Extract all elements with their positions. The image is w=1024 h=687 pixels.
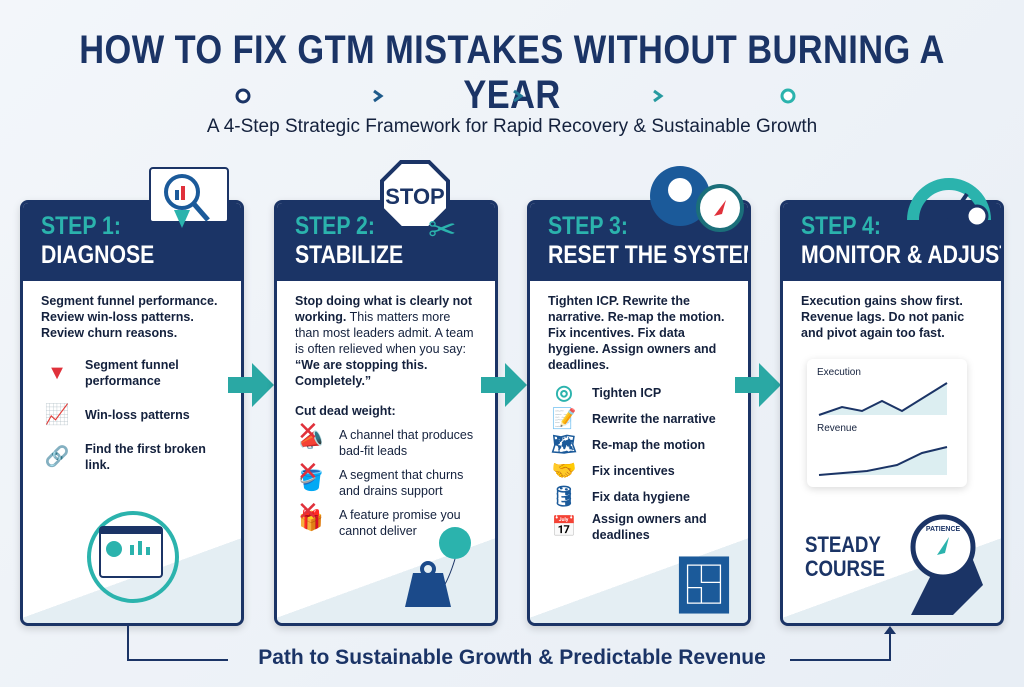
step-number: STEP 2: [295, 212, 375, 240]
list-item: 🪣 A segment that churns and drains suppor… [295, 463, 477, 499]
document-pen-icon: 📝 [551, 408, 577, 430]
step-name: DIAGNOSE [41, 241, 155, 269]
step-number: STEP 4: [801, 212, 881, 240]
item-label: A segment that churns and drains support [339, 468, 464, 498]
scissors-icon: ✂ [428, 211, 457, 249]
list-item: 📈 Win-loss patterns [41, 401, 223, 429]
blueprint-icon [678, 556, 730, 614]
list-item: 🎁 A feature promise you cannot deliver [295, 503, 477, 539]
list-item: 🔗 Find the first broken link. [41, 441, 223, 473]
analytics-magnifier-icon [149, 167, 229, 228]
arrow-right-icon [735, 363, 781, 407]
stop-sign-text: STOP [385, 184, 445, 209]
progress-line [58, 88, 968, 104]
item-label: A channel that produces bad-fit leads [339, 428, 474, 458]
item-label: Win-loss patterns [85, 408, 190, 422]
step-2-card: STEP 2:STABILIZE Stop doing what is clea… [274, 200, 498, 626]
step-number: STEP 3: [548, 212, 628, 240]
execution-revenue-charts: Execution Revenue [807, 359, 967, 487]
step-name: MONITOR & ADJUST [801, 241, 1004, 269]
item-label: Fix incentives [592, 464, 675, 478]
item-label: Rewrite the narrative [592, 412, 716, 426]
intro-bold: Stop doing what is clearly not working. [295, 294, 473, 324]
funnel-icon: ▼ [47, 362, 67, 384]
gift-crossed-icon: 🎁 [295, 503, 327, 535]
item-label: Tighten ICP [592, 386, 662, 400]
list-item: 🤝 Fix incentives [548, 459, 730, 483]
steady-line-1: STEADY [805, 532, 881, 557]
hand-compass-icon: PATIENCE [910, 514, 983, 615]
list-item: ◎ Tighten ICP [548, 381, 730, 405]
bucket-crossed-icon: 🪣 [295, 463, 327, 495]
step-name: STABILIZE [295, 241, 404, 269]
compass-text: PATIENCE [926, 526, 961, 533]
list-item: 📝 Rewrite the narrative [548, 407, 730, 431]
step-intro: Execution gains show first. Revenue lags… [801, 294, 965, 340]
target-icon: ◎ [555, 382, 573, 404]
item-label: Segment funnel performance [85, 358, 179, 388]
growth-path-label: Path to Sustainable Growth & Predictable… [258, 646, 766, 669]
megaphone-crossed-icon: 📣 [295, 423, 327, 455]
list-item: 📅 Assign owners and deadlines [548, 511, 730, 543]
step-intro: Tighten ICP. Rewrite the narrative. Re-m… [548, 294, 725, 372]
steady-line-2: COURSE [805, 556, 886, 581]
quote: “We are stopping this. Completely.” [295, 358, 428, 388]
list-item: 🛢 Fix data hygiene [548, 485, 730, 509]
item-label: Fix data hygiene [592, 490, 690, 504]
weight-balloon-icon [405, 527, 471, 607]
item-label: Assign owners and deadlines [592, 512, 707, 542]
intro-text: This matters more than most leaders admi… [295, 310, 474, 356]
sub-heading: Cut dead weight: [295, 404, 396, 418]
chart-trend-icon: 📈 [44, 404, 70, 426]
calendar-user-icon: 📅 [551, 516, 577, 538]
step-intro: Stop doing what is clearly not working. … [295, 293, 477, 389]
handshake-icon: 🤝 [551, 460, 577, 482]
gear-compass-icon [650, 166, 744, 232]
execution-trend-line [818, 382, 948, 416]
list-item: 🗺 Re-map the motion [548, 433, 730, 457]
revenue-trend-line [818, 446, 948, 476]
broken-link-icon: 🔗 [44, 446, 70, 468]
dashboard-cycle-icon [87, 511, 179, 603]
page-title: HOW TO FIX GTM MISTAKES WITHOUT BURNING … [79, 28, 945, 117]
step-intro: Segment funnel performance. Review win-l… [41, 294, 218, 340]
step-name: RESET THE SYSTEM [548, 241, 751, 269]
stop-sign-icon: STOP [380, 160, 450, 230]
item-label: Re-map the motion [592, 438, 706, 452]
chart-label-revenue: Revenue [817, 423, 858, 434]
database-icon: 🛢 [551, 486, 577, 508]
arrow-right-icon [228, 363, 274, 407]
growth-path-connector [127, 626, 896, 661]
item-label: A feature promise you cannot deliver [339, 508, 461, 538]
map-icon: 🗺 [551, 434, 577, 456]
step-number: STEP 1: [41, 212, 121, 240]
list-item: ▼ Segment funnel performance [41, 357, 223, 389]
step-4-card: STEP 4:MONITOR & ADJUST Execution gains … [780, 200, 1004, 626]
item-label: Find the first broken link. [85, 442, 206, 472]
list-item: 📣 A channel that produces bad-fit leads [295, 423, 477, 459]
step-1-card: STEP 1:DIAGNOSE Segment funnel performan… [20, 200, 244, 626]
chart-label-execution: Execution [817, 367, 861, 378]
step-3-card: STEP 3:RESET THE SYSTEM Tighten ICP. Rew… [527, 200, 751, 626]
arrow-right-icon [481, 363, 527, 407]
speedometer-icon [907, 178, 991, 228]
subtitle: A 4-Step Strategic Framework for Rapid R… [206, 116, 818, 137]
